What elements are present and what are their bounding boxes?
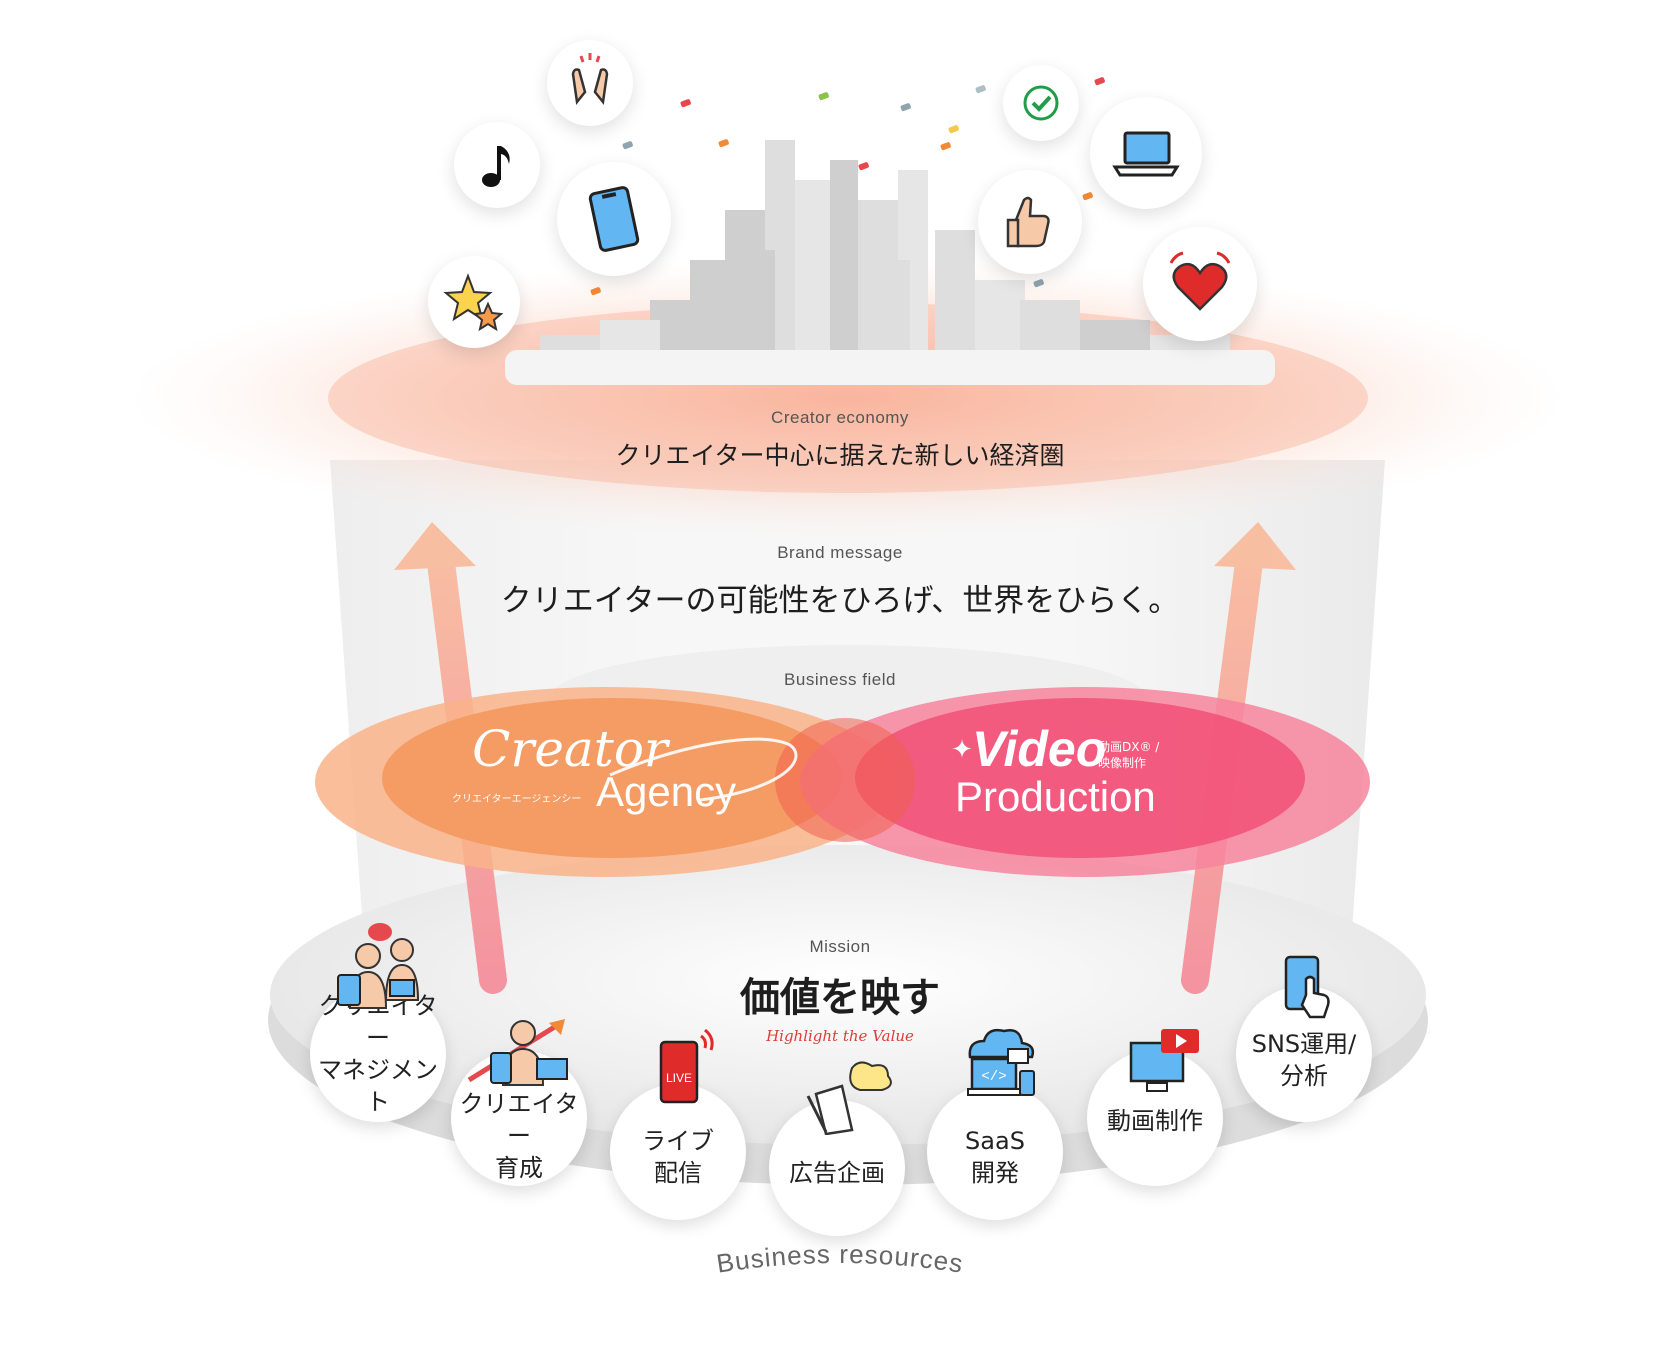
resource-label: 動画制作 [1107, 1107, 1203, 1135]
building [690, 260, 735, 360]
creator-swoosh [609, 737, 798, 802]
svg-text:Business resources: Business resources [714, 1239, 965, 1279]
svg-text:LIVE: LIVE [666, 1071, 692, 1085]
creator-economy-label: Creator economy [771, 408, 909, 427]
clapping-hands-icon [547, 40, 633, 126]
ad-planning-icon [806, 1061, 892, 1135]
resource-label: 広告企画 [789, 1159, 885, 1187]
thumbs-up-icon [978, 170, 1082, 274]
sns-smartphone-icon [1284, 955, 1330, 1019]
mission-heading: 価値を映す [740, 975, 940, 1021]
brand-message-heading: クリエイターの可能性をひろげ、世界をひらく。 [500, 583, 1180, 619]
building [795, 180, 830, 360]
confetti-piece [858, 162, 869, 171]
resource-label: クリエイター 育成 [459, 1090, 579, 1182]
confetti-piece [680, 99, 691, 108]
creator-management-icon [337, 923, 420, 1009]
live-streaming-icon: LIVE [659, 1028, 714, 1104]
confetti-piece [1094, 77, 1105, 86]
confetti-piece [590, 287, 601, 296]
building [935, 230, 975, 360]
confetti-piece [948, 125, 959, 134]
business-resources-text: Business resources [714, 1239, 964, 1279]
svg-text:</>: </> [981, 1069, 1006, 1085]
creator-agency-circle [382, 698, 842, 858]
video-production-title: Video [972, 721, 1107, 777]
resource-label: SaaS 開発 [965, 1127, 1025, 1187]
building [745, 250, 775, 360]
mission-tagline: Highlight the Value [766, 1027, 914, 1045]
confetti-piece [622, 141, 633, 150]
video-sparkle-icon: ✦ [951, 735, 973, 765]
creator-economy-heading: クリエイター中心に据えた新しい経済圏 [615, 441, 1065, 470]
confetti-piece [940, 142, 951, 151]
resource-label: ライブ 配信 [642, 1127, 714, 1187]
building [975, 280, 1025, 360]
video-production-icon [1129, 1029, 1199, 1092]
resource-saas: SaaS 開発 [927, 1084, 1063, 1220]
video-production-circle [855, 698, 1305, 858]
heart-icon [1143, 227, 1257, 341]
confetti-piece [1033, 279, 1044, 288]
check-icon [1003, 65, 1079, 141]
resource-label: SNS運用/ 分析 [1251, 1030, 1357, 1090]
building [830, 160, 858, 360]
brand-message-label: Brand message [777, 543, 903, 562]
confetti-piece [975, 85, 986, 94]
video-production-note-2: 映像制作 [1098, 756, 1147, 770]
confetti-piece [818, 92, 829, 101]
creator-agency-small-jp: クリエイターエージェンシー [452, 794, 582, 805]
city-base [505, 350, 1275, 385]
venn-overlap [775, 718, 915, 842]
video-production-word: Production [955, 773, 1156, 820]
confetti-piece [1082, 192, 1093, 201]
confetti-piece [718, 139, 729, 148]
business-resources-label: Business resources [714, 1239, 965, 1279]
music-note-icon [454, 122, 540, 208]
creator-agency-script: Creator [472, 720, 668, 778]
saas-cloud-icon: </> [967, 1028, 1035, 1096]
smartphone-icon [557, 162, 671, 276]
confetti-piece [900, 103, 911, 112]
resource-live-streaming: ライブ 配信 [610, 1084, 746, 1220]
building [880, 260, 910, 360]
creator-agency-word: Agency [596, 768, 737, 815]
mission-label: Mission [809, 937, 871, 956]
stars-icon [428, 256, 520, 348]
creator-training-icon [467, 1019, 568, 1086]
resource-video-production: 動画制作 [1087, 1050, 1223, 1186]
laptop-icon [1090, 97, 1202, 209]
video-production-note-1: 動画DX® / [1098, 740, 1160, 754]
confetti [590, 77, 1105, 296]
business-field-label: Business field [784, 670, 896, 689]
